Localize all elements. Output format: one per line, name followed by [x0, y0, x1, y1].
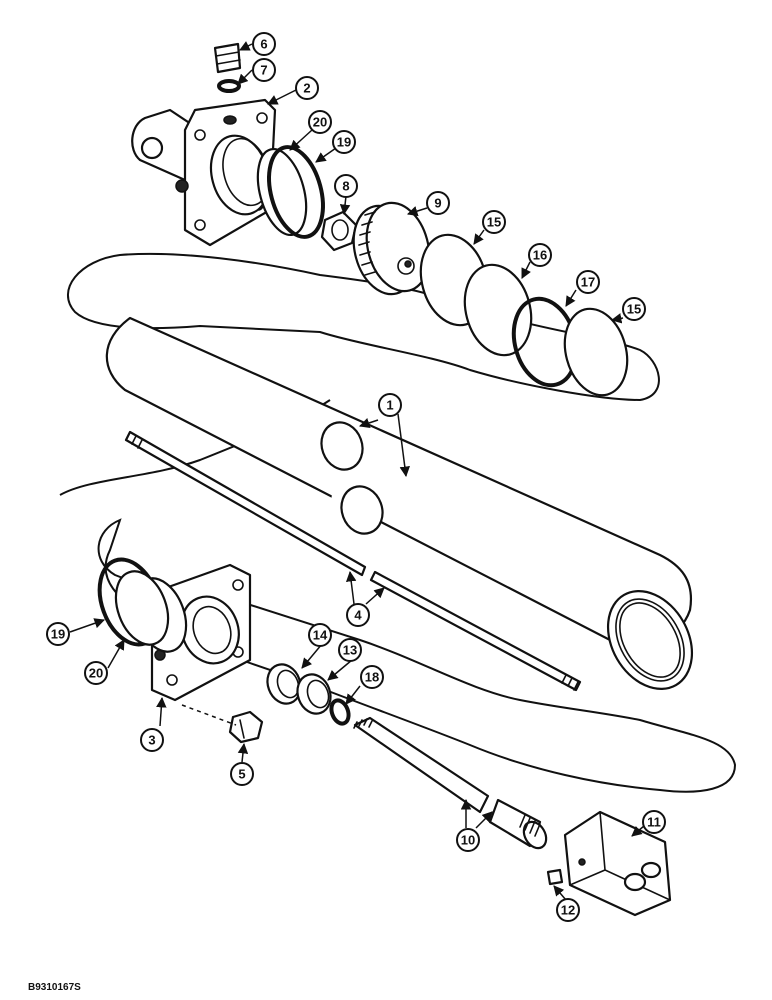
base-backup-ring	[114, 570, 170, 646]
callout-14: 14	[308, 623, 332, 647]
rod-wiper	[266, 663, 302, 705]
cylinder-head	[131, 42, 277, 247]
svg-text:5: 5	[238, 767, 245, 782]
callout-11: 11	[642, 810, 666, 834]
callout-18: 18	[360, 665, 384, 689]
callout-1: 1	[378, 393, 402, 417]
rod-o-ring	[329, 698, 351, 726]
svg-text:4: 4	[354, 608, 362, 623]
callout-19-lower: 19	[46, 622, 70, 646]
svg-text:13: 13	[343, 643, 357, 658]
callout-3: 3	[140, 728, 164, 752]
svg-text:19: 19	[337, 135, 351, 150]
piston	[352, 201, 431, 296]
drawing-code: B9310167S	[28, 982, 81, 993]
svg-text:17: 17	[581, 275, 595, 290]
svg-text:6: 6	[260, 37, 267, 52]
svg-text:10: 10	[461, 833, 475, 848]
callout-7: 7	[252, 58, 276, 82]
leader-lines	[69, 41, 645, 901]
head-o-ring	[267, 145, 325, 239]
tie-rod	[124, 430, 582, 692]
svg-text:15: 15	[487, 215, 501, 230]
piston-seal-15-lower	[563, 307, 629, 397]
callout-20-lower: 20	[84, 661, 108, 685]
plug-o-ring	[217, 79, 241, 93]
svg-text:20: 20	[313, 115, 327, 130]
callout-15-lower: 15	[622, 297, 646, 321]
svg-text:15: 15	[627, 302, 641, 317]
rod-seal	[296, 673, 332, 715]
callout-20-upper: 20	[308, 110, 332, 134]
svg-text:18: 18	[365, 670, 379, 685]
svg-text:9: 9	[434, 196, 441, 211]
svg-text:11: 11	[647, 815, 661, 830]
tie-rod-nut	[228, 710, 264, 744]
callout-13: 13	[338, 638, 362, 662]
callout-17: 17	[576, 270, 600, 294]
callout-6: 6	[252, 32, 276, 56]
callout-8: 8	[334, 174, 358, 198]
clevis-set-screw	[546, 868, 564, 886]
svg-text:1: 1	[386, 398, 393, 413]
svg-text:2: 2	[303, 81, 310, 96]
rod-clevis	[563, 810, 672, 917]
callout-2: 2	[295, 76, 319, 100]
svg-text:3: 3	[148, 733, 155, 748]
callout-16: 16	[528, 243, 552, 267]
callout-19-upper: 19	[332, 130, 356, 154]
svg-text:20: 20	[89, 666, 103, 681]
svg-text:14: 14	[313, 628, 328, 643]
cylinder-barrel	[105, 316, 694, 690]
svg-text:16: 16	[533, 248, 547, 263]
callout-9: 9	[426, 191, 450, 215]
svg-text:19: 19	[51, 627, 65, 642]
callout-4: 4	[346, 603, 370, 627]
port-plug	[213, 42, 242, 74]
piston-rod	[353, 716, 548, 850]
callout-5: 5	[230, 762, 254, 786]
callout-15-upper: 15	[482, 210, 506, 234]
callout-12: 12	[556, 898, 580, 922]
piston-nut	[320, 210, 358, 252]
svg-text:8: 8	[342, 179, 349, 194]
svg-text:12: 12	[561, 903, 575, 918]
callout-10: 10	[456, 828, 480, 852]
svg-text:7: 7	[260, 63, 267, 78]
